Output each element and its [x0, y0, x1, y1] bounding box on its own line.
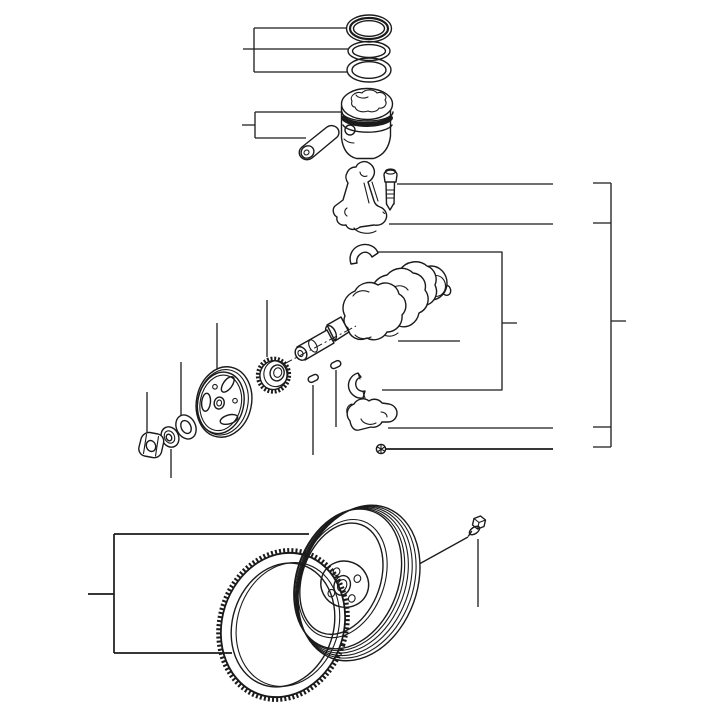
- flywheel-ring-gear: [216, 548, 350, 702]
- bearing-cap-bolt: [375, 443, 387, 455]
- woodruff-key-rear: [330, 359, 342, 370]
- piston-callout-bracket: [242, 111, 345, 139]
- connecting-rod: [332, 160, 388, 234]
- flywheel-callout-bracket: [88, 533, 309, 654]
- pulley-nut: [138, 431, 165, 459]
- crankshaft-callout-box: [378, 251, 517, 391]
- crankshaft-timing-gear: [255, 356, 292, 394]
- woodruff-key-front: [307, 373, 319, 384]
- crankshaft-pulley: [195, 366, 253, 438]
- piston-pin: [298, 124, 340, 161]
- flywheel-bolt: [467, 515, 487, 537]
- flywheel-bolt-leader-lines: [411, 536, 479, 607]
- rod-bearing-upper-shell: [349, 243, 379, 265]
- rod-assembly-callout-bracket: [593, 182, 626, 448]
- top-compression-ring: [345, 14, 393, 43]
- crank-centerline: [283, 325, 357, 365]
- rod-bearing-lower-shell: [347, 372, 366, 399]
- flywheel: [293, 504, 421, 662]
- crankshaft: [283, 261, 452, 365]
- rod-bearing-cap: [346, 398, 398, 431]
- connecting-rod-bolt: [383, 168, 398, 211]
- oil-control-ring: [346, 57, 392, 83]
- pulley-washer: [175, 414, 197, 440]
- piston: [340, 87, 394, 160]
- ring-set-callout-bracket: [243, 27, 348, 73]
